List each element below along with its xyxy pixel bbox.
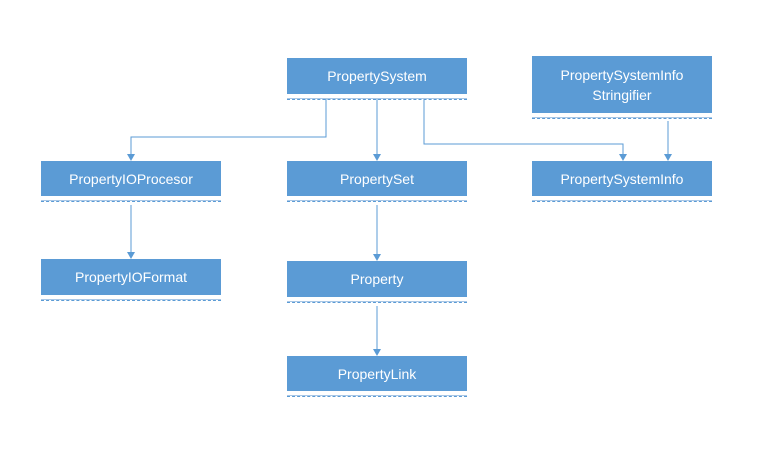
node-label: PropertySystemInfo <box>560 170 684 187</box>
node-label: PropertySystem <box>327 68 427 84</box>
node-label: PropertyIOFormat <box>74 269 188 285</box>
node-footer <box>287 297 467 303</box>
node-label: PropertyIOProcesor <box>69 170 193 187</box>
node-label: PropertySystemInfo Stringifier <box>560 66 684 103</box>
arrowhead-ioprocesor <box>127 154 135 161</box>
connector-system-to-systeminfo <box>423 98 624 160</box>
arrowhead-set <box>373 154 381 161</box>
node-property-system-info-stringifier[interactable]: PropertySystemInfo Stringifier <box>532 56 712 113</box>
node-label: PropertyLink <box>337 365 417 382</box>
node-footer <box>41 295 221 301</box>
node-property-system-info[interactable]: PropertySystemInfo <box>532 161 712 196</box>
node-footer <box>532 196 712 202</box>
node-footer <box>532 113 712 119</box>
arrowhead-systeminfo-right <box>664 154 672 161</box>
node-label: PropertySet <box>340 170 414 187</box>
arrowhead-link <box>373 349 381 356</box>
arrowhead-property <box>373 254 381 261</box>
arrowhead-ioformat <box>127 252 135 259</box>
node-property-io-format[interactable]: PropertyIOFormat <box>41 259 221 295</box>
node-property-set[interactable]: PropertySet <box>287 161 467 196</box>
node-footer <box>287 94 467 100</box>
node-footer <box>287 196 467 202</box>
connector-system-to-ioprocesor <box>130 98 327 160</box>
arrowhead-systeminfo-left <box>619 154 627 161</box>
node-property-system[interactable]: PropertySystem <box>287 58 467 94</box>
node-label: Property <box>350 271 404 287</box>
node-property[interactable]: Property <box>287 261 467 297</box>
node-footer <box>287 391 467 397</box>
node-property-io-procesor[interactable]: PropertyIOProcesor <box>41 161 221 196</box>
node-property-link[interactable]: PropertyLink <box>287 356 467 391</box>
node-footer <box>41 196 221 202</box>
